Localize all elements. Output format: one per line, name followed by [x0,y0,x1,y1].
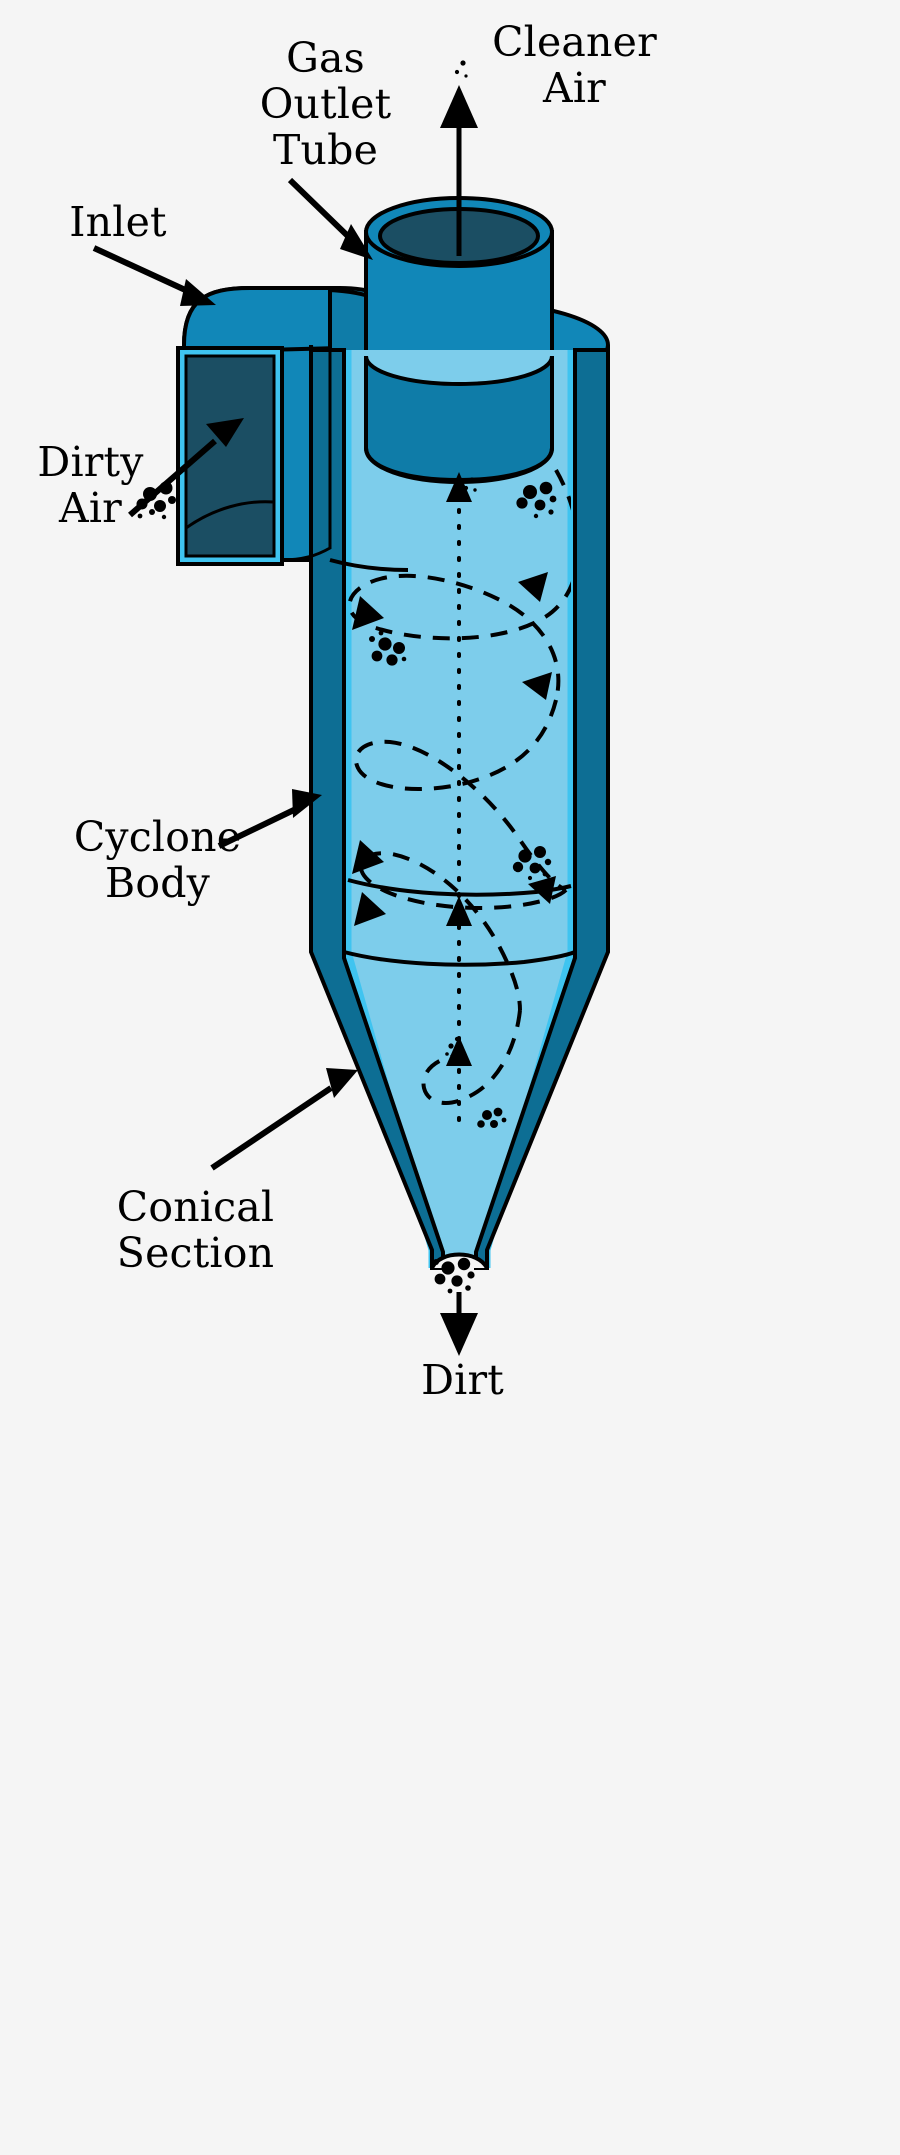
particles-body-upper-mid [463,477,477,492]
particles-body-left [369,630,407,666]
label-conical-section: Conical Section [116,1183,275,1277]
outer-vortex-dashed [348,469,571,1105]
dirt-arrow [440,1292,478,1356]
flow-paths [348,469,571,1122]
label-dirty-air: Dirty Air [37,438,144,532]
inlet-arrow [92,245,216,306]
cyclone-body-arrow [217,789,322,849]
label-dirt: Dirt [421,1356,504,1404]
inlet-duct-inner-edge [280,300,409,572]
label-cyclone-body: Cyclone Body [73,813,242,907]
particles-body-lower-right [512,846,552,881]
gas-outlet-tube-arrow [287,177,373,260]
outer-vortex-arrowheads [352,572,556,926]
particles-cone-mid [445,1036,460,1056]
cleaner-air-arrow [440,85,478,256]
particles-dirt-exit [433,1257,475,1294]
particles-body-upper-right [516,481,557,519]
particles-cone-lower [477,1107,507,1128]
particles-dirty-air-inlet [136,481,176,520]
label-inlet: Inlet [69,198,167,246]
label-gas-outlet-tube: Gas Outlet Tube [259,34,392,174]
label-cleaner-air: Cleaner Air [492,18,657,112]
conical-section-arrow [210,1068,358,1171]
particles-cleaner-air [454,60,468,78]
